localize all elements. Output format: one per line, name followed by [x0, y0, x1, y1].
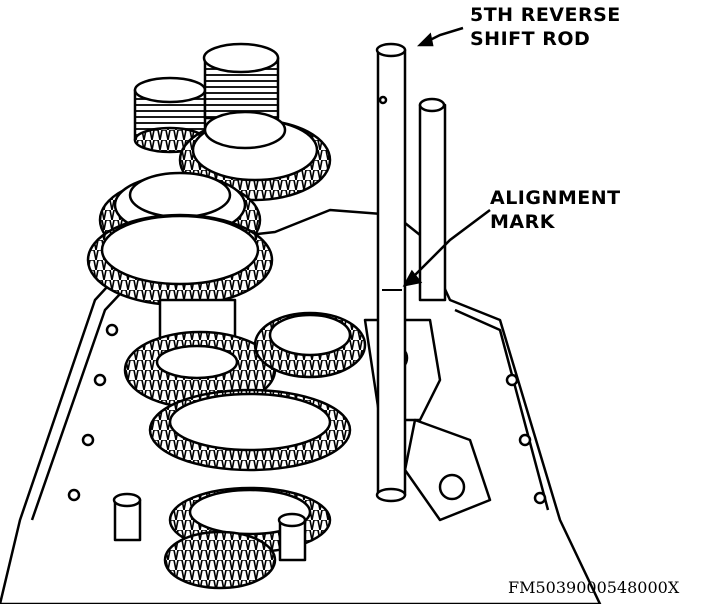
- large-left-gear: [86, 213, 274, 307]
- shift-rod-callout-arrowhead: [416, 32, 434, 47]
- figure-id: FM5039000548000X: [508, 578, 680, 597]
- bottom-left-gear: [163, 530, 277, 590]
- alignment-mark-callout-arrowhead: [402, 269, 423, 287]
- rear-shift-rod: [418, 97, 447, 302]
- small-post-left: [112, 492, 142, 542]
- lower-gear: [148, 388, 352, 472]
- alignment-mark-callout-label: ALIGNMENT MARK: [490, 186, 621, 234]
- shift-rod-callout-line2: SHIFT ROD: [470, 28, 591, 50]
- middle-gear: [123, 330, 277, 410]
- alignment-mark-callout-line2: MARK: [490, 211, 555, 233]
- alignment-mark-callout-line1: ALIGNMENT: [490, 187, 621, 209]
- alignment-mark-callout-arrow: [404, 209, 491, 286]
- right-middle-gear: [253, 311, 367, 379]
- small-post-right: [277, 512, 307, 562]
- mainshaft-stub: [202, 42, 280, 120]
- shift-rod-callout-line1: 5TH REVERSE: [470, 4, 621, 26]
- 5th-reverse-shift-rod: [375, 42, 407, 503]
- shift-rod-callout-label: 5TH REVERSE SHIFT ROD: [470, 3, 621, 51]
